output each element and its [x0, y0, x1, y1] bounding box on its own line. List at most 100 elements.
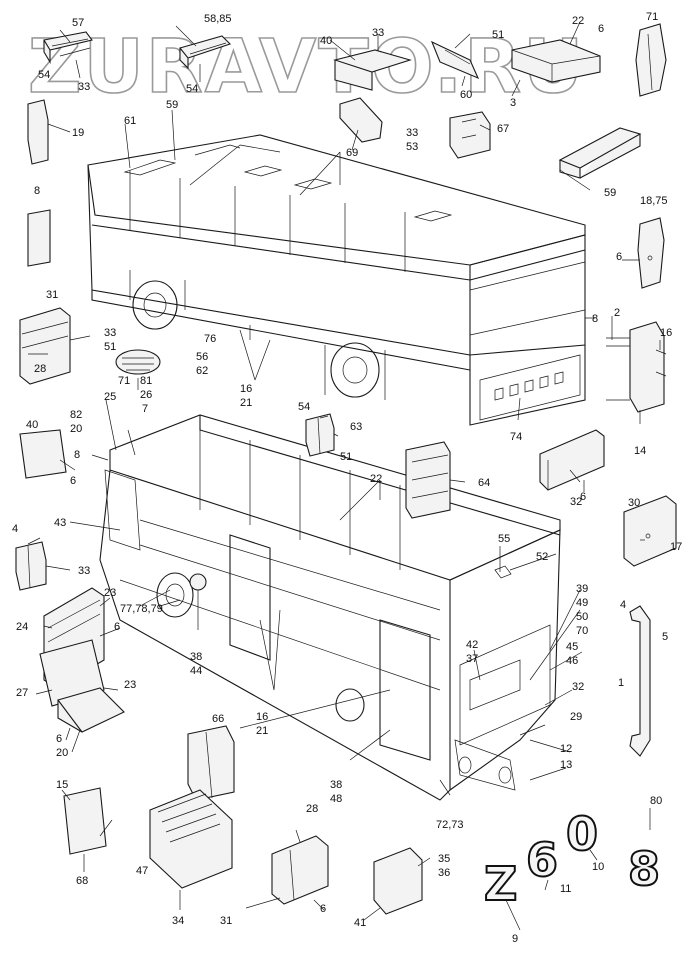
part-18-75 — [637, 217, 665, 289]
part-59 — [558, 127, 642, 179]
label-70: 70 — [576, 625, 588, 637]
label-22: 22 — [370, 473, 382, 485]
label-26: 26 — [140, 389, 152, 401]
label-36: 36 — [438, 867, 450, 879]
label-16: 16 — [240, 383, 252, 395]
label-53: 53 — [406, 141, 418, 153]
label-35: 35 — [438, 853, 450, 865]
label-74: 74 — [510, 431, 522, 443]
label-46: 46 — [566, 655, 578, 667]
label-6: 6 — [616, 251, 622, 263]
label-49: 49 — [576, 597, 588, 609]
label-34: 34 — [172, 915, 184, 927]
label-8: 8 — [74, 449, 80, 461]
part-3-22 — [511, 39, 601, 83]
label-5: 5 — [662, 631, 668, 643]
label-3: 3 — [510, 97, 516, 109]
label-61: 61 — [124, 115, 136, 127]
label-77-78-79: 77,78,79 — [120, 603, 163, 615]
label-6: 6 — [598, 23, 604, 35]
label-33: 33 — [78, 565, 90, 577]
part-6-20-bracket — [57, 687, 125, 733]
label-24: 24 — [16, 621, 28, 633]
part-1-4-5-handle — [629, 605, 651, 757]
label-81: 81 — [140, 375, 152, 387]
label-37: 37 — [466, 653, 478, 665]
label-21: 21 — [256, 725, 268, 737]
label-11: 11 — [560, 883, 571, 895]
label-58-85: 58,85 — [204, 13, 232, 25]
label-7: 7 — [142, 403, 148, 415]
part-31-28 — [19, 307, 71, 385]
label-6: 6 — [580, 491, 586, 503]
label-62: 62 — [196, 365, 208, 377]
label-33: 33 — [78, 81, 90, 93]
part-4-43-33 — [15, 541, 47, 591]
part-19 — [27, 99, 49, 165]
label-43: 43 — [54, 517, 66, 529]
part-28-31-6 — [271, 835, 329, 905]
label-76: 76 — [204, 333, 216, 345]
label-17: 17 — [670, 541, 682, 553]
label-54: 54 — [186, 83, 198, 95]
part-30-17 — [623, 495, 677, 567]
label-47: 47 — [136, 865, 148, 877]
label-2: 2 — [614, 307, 620, 319]
label-31: 31 — [46, 289, 58, 301]
part-23-24-27 — [39, 587, 105, 707]
label-68: 68 — [76, 875, 88, 887]
label-44: 44 — [190, 665, 202, 677]
label-45: 45 — [566, 641, 578, 653]
plate-glyph-z: Z — [484, 857, 517, 911]
label-82: 82 — [70, 409, 82, 421]
label-48: 48 — [330, 793, 342, 805]
part-40 — [333, 49, 412, 91]
label-6: 6 — [56, 733, 62, 745]
part-numbers: 57 54 33 58,85 54 40 33 51 60 3 22 6 71 … — [12, 11, 682, 945]
label-71: 71 — [118, 375, 130, 387]
label-29: 29 — [570, 711, 582, 723]
label-23: 23 — [124, 679, 136, 691]
label-4: 4 — [620, 599, 626, 611]
label-64: 64 — [478, 477, 490, 489]
label-38: 38 — [190, 651, 202, 663]
label-25: 25 — [104, 391, 116, 403]
part-71 — [635, 23, 667, 97]
part-38-44 — [189, 573, 207, 591]
label-54: 54 — [298, 401, 310, 413]
bus-exterior — [87, 134, 586, 426]
label-30: 30 — [628, 497, 640, 509]
label-16: 16 — [660, 327, 672, 339]
label-15: 15 — [56, 779, 68, 791]
watermark: ZURAVTO.RU — [28, 24, 585, 110]
label-80: 80 — [650, 795, 662, 807]
part-66 — [187, 725, 235, 801]
label-50: 50 — [576, 611, 588, 623]
label-28: 28 — [306, 803, 318, 815]
label-20: 20 — [70, 423, 82, 435]
label-51: 51 — [104, 341, 116, 353]
label-12: 12 — [560, 743, 572, 755]
label-39: 39 — [576, 583, 588, 595]
label-51: 51 — [340, 451, 352, 463]
part-57-54 — [43, 31, 93, 64]
label-63: 63 — [350, 421, 362, 433]
leader-lines — [27, 21, 661, 931]
label-69: 69 — [346, 147, 358, 159]
label-71: 71 — [646, 11, 658, 23]
label-66: 66 — [212, 713, 224, 725]
label-9: 9 — [512, 933, 518, 945]
part-40-6-left — [19, 429, 67, 479]
label-59: 59 — [166, 99, 178, 111]
label-55: 55 — [498, 533, 510, 545]
plate-glyph-6: 6 — [526, 833, 558, 887]
label-6: 6 — [70, 475, 76, 487]
label-8: 8 — [34, 185, 40, 197]
label-59: 59 — [604, 187, 616, 199]
label-19: 19 — [72, 127, 84, 139]
label-67: 67 — [497, 123, 509, 135]
part-51-60 — [430, 40, 480, 80]
label-52: 52 — [536, 551, 548, 563]
